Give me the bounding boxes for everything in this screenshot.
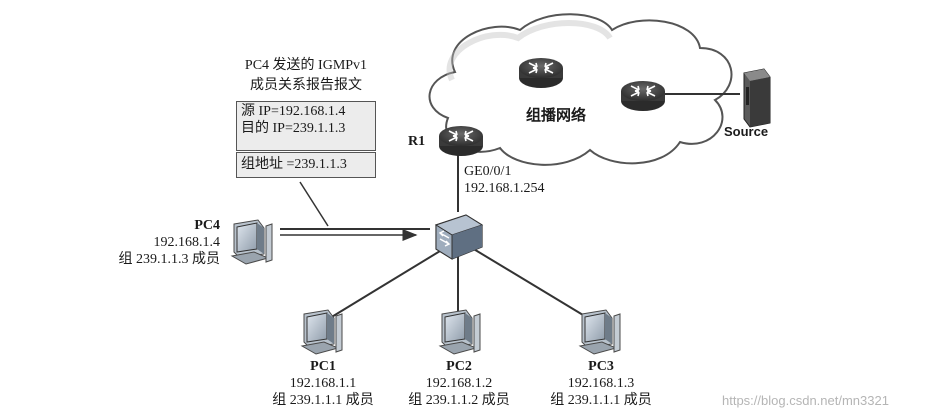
packet-src-ip: 源 IP=192.168.1.4 — [241, 104, 346, 119]
callout-line — [299, 181, 329, 227]
packet-title-line1: PC4 发送的 IGMPv1 — [244, 58, 368, 73]
r1-name: R1 — [408, 134, 426, 149]
packet-title-line2: 成员关系报告报文 — [250, 78, 362, 93]
link-switch-pc1 — [329, 247, 446, 319]
cloud-shadow — [446, 20, 613, 82]
router-icon-r1 — [438, 125, 484, 157]
pc3-name: PC3 — [588, 359, 614, 374]
pc4-ip: 192.168.1.4 — [153, 235, 221, 250]
packet-group-addr: 组地址 =239.1.1.3 — [241, 157, 347, 172]
pc3-ip: 192.168.1.3 — [567, 376, 635, 391]
r1-interface: GE0/0/1 — [464, 164, 512, 179]
pc4-icon — [231, 219, 273, 265]
link-switch-pc3 — [471, 247, 589, 319]
pc3-group: 组 239.1.1.1 成员 — [550, 393, 652, 408]
cloud-label: 组播网络 — [526, 108, 587, 124]
switch-icon — [434, 214, 484, 260]
router-icon-cloud-inner — [518, 57, 564, 89]
pc2-icon — [439, 309, 481, 355]
r1-ip: 192.168.1.254 — [464, 181, 545, 196]
packet-dst-ip: 目的 IP=239.1.1.3 — [241, 121, 346, 136]
pc1-group: 组 239.1.1.1 成员 — [272, 393, 374, 408]
pc4-group: 组 239.1.1.3 成员 — [118, 252, 221, 267]
watermark-text: https://blog.csdn.net/mn3321 — [722, 393, 889, 408]
pc2-ip: 192.168.1.2 — [425, 376, 493, 391]
packet-payload-box: 组地址 =239.1.1.3 — [236, 152, 376, 178]
router-icon-edge — [620, 80, 666, 112]
source-server-icon — [743, 68, 771, 128]
pc2-name: PC2 — [446, 359, 472, 374]
packet-header-box: 源 IP=192.168.1.4 目的 IP=239.1.1.3 — [236, 101, 376, 151]
pc2-group: 组 239.1.1.2 成员 — [408, 393, 510, 408]
pc3-icon — [579, 309, 621, 355]
pc1-icon — [301, 309, 343, 355]
pc1-ip: 192.168.1.1 — [289, 376, 357, 391]
pc4-name: PC4 — [194, 218, 220, 233]
pc1-name: PC1 — [310, 359, 336, 374]
source-label: Source — [724, 124, 769, 139]
